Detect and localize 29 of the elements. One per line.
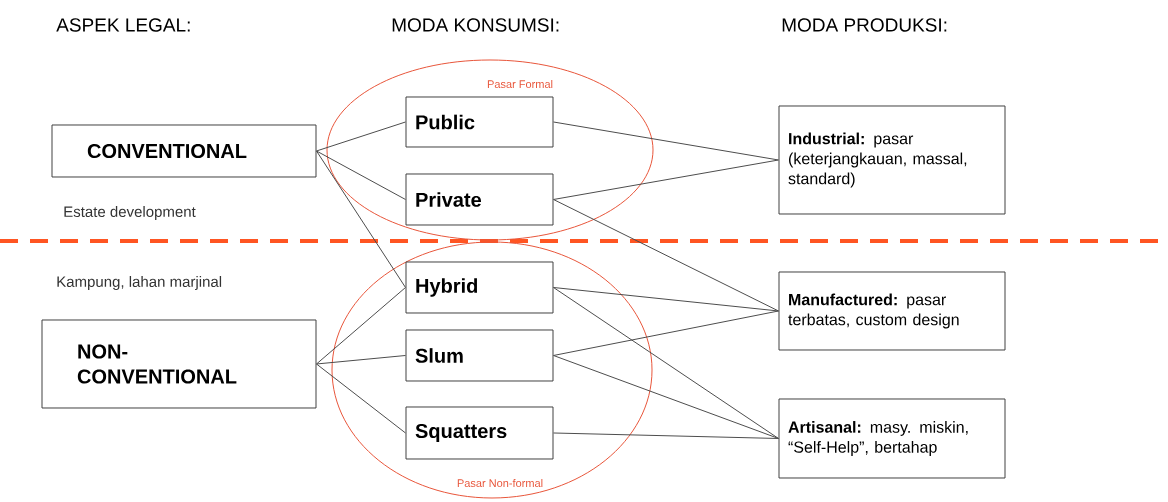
production-box: Industrial: pasar (keterjangkauan, massal, standard) [778,105,1006,215]
consumption-box: Squatters [405,406,554,460]
connector-line [553,121,779,161]
connector-line [316,355,406,365]
connector-line [553,310,779,356]
connector-line [316,150,406,288]
connector-line [316,150,406,200]
production-box: Manufactured: pasar terbatas, custom design [778,271,1006,351]
connector-line [553,287,779,312]
production-box: Artisanal: masy. miskin, “Self-Help”, bertahap [778,398,1006,479]
consumption-box: Public [405,96,554,148]
legal-aspect-box: CONVENTIONAL [51,124,317,178]
column-heading: ASPEK LEGAL: [56,18,190,32]
column-heading: MODA PRODUKSI: [782,18,947,32]
consumption-box: Private [405,173,554,226]
connector-line [316,363,406,434]
connector-line [553,199,779,312]
legal-aspect-box: NON-CONVENTIONAL [41,319,317,409]
connector-line [316,287,406,365]
column-heading: MODA KONSUMSI: [392,18,559,32]
connector-line [553,432,779,439]
connector-line [553,159,779,200]
consumption-box: Slum [405,329,554,382]
consumption-box: Hybrid [405,261,554,314]
connector-line [316,121,406,152]
note-text: Estate development [64,206,196,220]
connector-line [553,355,779,439]
connector-line [553,287,779,439]
note-text: Kampung, lahan marjinal [57,276,222,290]
